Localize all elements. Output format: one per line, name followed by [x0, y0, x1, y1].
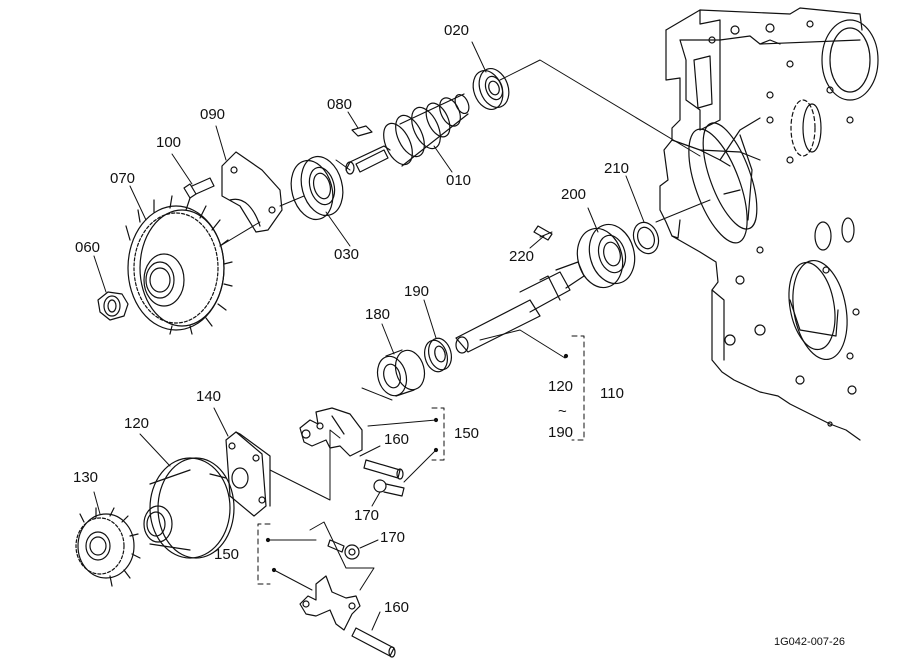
callout-120: 120 [124, 415, 150, 432]
key-080 [351, 125, 373, 137]
sleeve-180 [376, 349, 426, 397]
fork-lever-150-lower [299, 575, 361, 631]
washer-190 [423, 337, 453, 373]
callout-020: 020 [444, 22, 470, 39]
callout-170-lower: 170 [380, 529, 406, 546]
callout-160-lower: 160 [384, 599, 410, 616]
callout-210: 210 [604, 160, 630, 177]
callout-180: 180 [365, 306, 391, 323]
fork-lever-150-upper [299, 407, 363, 457]
range-tilde: ~ [558, 403, 567, 420]
callout-030: 030 [334, 246, 360, 263]
bolt-100 [183, 177, 215, 199]
callout-060: 060 [75, 239, 101, 256]
group-bracket-150-lower [257, 523, 317, 591]
ball-bearing-020 [472, 68, 510, 110]
drawing-code: 1G042-007-26 [774, 636, 845, 648]
callout-150: 150 [454, 425, 480, 442]
pin-170-upper [373, 479, 405, 497]
governor-shaft [455, 261, 585, 354]
gear-case-housing [659, 7, 879, 441]
callout-leaders [93, 41, 645, 631]
group-bracket-110 [563, 335, 585, 441]
callout-150-lower: 150 [214, 546, 240, 563]
callout-190: 190 [404, 283, 430, 300]
callout-080: 080 [327, 96, 353, 113]
circlip-210 [632, 221, 660, 255]
callout-010: 010 [446, 172, 472, 189]
governor-sleeve-120 [143, 457, 235, 559]
spring-pin-220 [533, 225, 553, 241]
callout-170: 170 [354, 507, 380, 524]
leader-lines [219, 59, 711, 591]
callout-100: 100 [156, 134, 182, 151]
ball-bearing-030 [290, 155, 344, 221]
retainer-plate-090 [221, 151, 283, 233]
callout-200: 200 [561, 186, 587, 203]
pin-160-upper [363, 459, 404, 480]
callout-120-range-start: 120 [548, 378, 574, 395]
callout-190-range-end: 190 [548, 424, 574, 441]
callout-090: 090 [200, 106, 226, 123]
callout-140: 140 [196, 388, 222, 405]
nut-060 [97, 291, 129, 321]
plate-140 [225, 431, 271, 517]
callout-220: 220 [509, 248, 535, 265]
group-bracket-150-upper [367, 407, 445, 483]
camshaft-010 [345, 93, 470, 175]
callout-160: 160 [384, 431, 410, 448]
callout-070: 070 [110, 170, 136, 187]
callout-110: 110 [600, 385, 624, 402]
cam-gear-070 [125, 195, 233, 335]
ball-bearing-200 [576, 223, 636, 289]
governor-gear-130 [75, 507, 141, 587]
callout-130: 130 [73, 469, 99, 486]
pin-170-lower [327, 539, 360, 560]
pin-160-lower [351, 627, 396, 658]
